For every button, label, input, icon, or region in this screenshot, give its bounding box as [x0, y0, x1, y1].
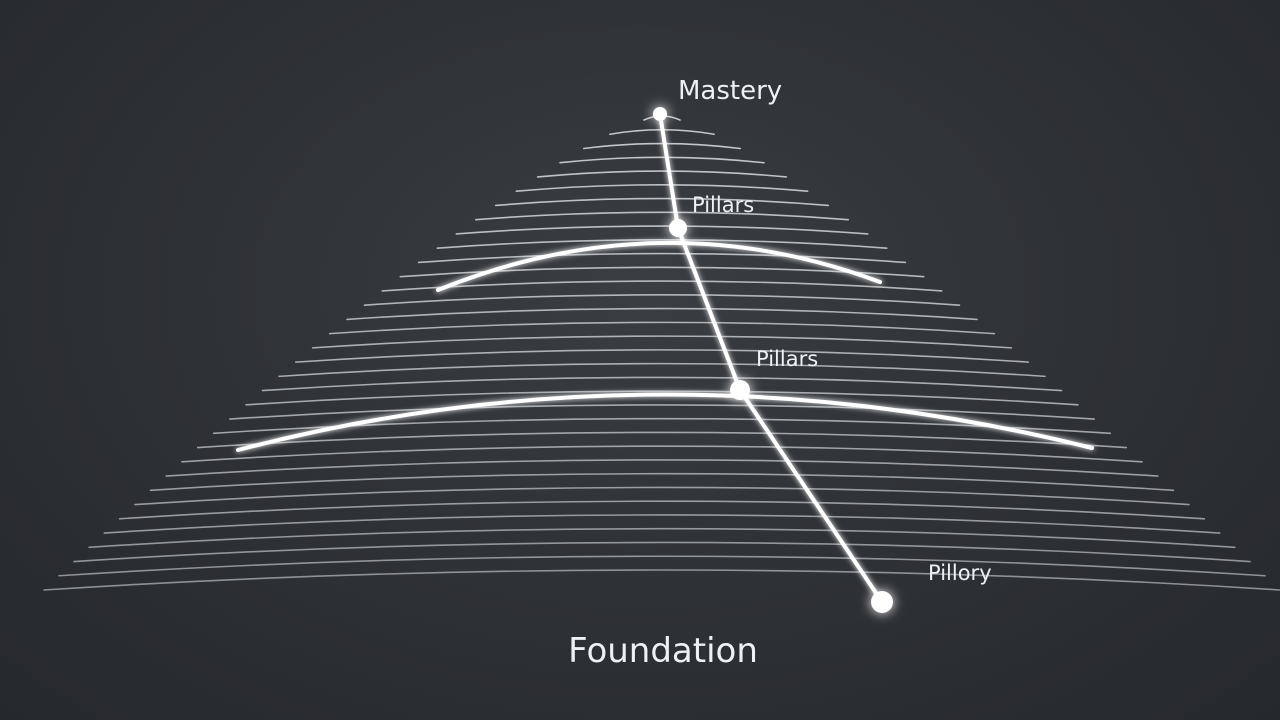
- node-middle: [730, 380, 750, 400]
- contour-arc: [103, 514, 1221, 534]
- contour-arc: [515, 183, 809, 193]
- contour-arc: [134, 486, 1190, 506]
- contour-arc: [536, 170, 788, 178]
- label-foundation: Foundation: [568, 631, 758, 671]
- contour-arc: [261, 376, 1063, 392]
- node-upper: [669, 219, 687, 237]
- contour-arc: [278, 362, 1046, 378]
- contour-arc: [181, 445, 1143, 463]
- contour-arc: [43, 569, 1280, 591]
- contour-arc: [455, 225, 869, 235]
- accent-ring-middle: [236, 392, 1094, 452]
- contour-arc: [328, 321, 996, 335]
- contour-arc: [494, 197, 830, 207]
- contour-arc: [363, 294, 961, 306]
- label-pillars-upper: Pillars: [692, 193, 754, 217]
- contour-arc: [165, 459, 1159, 477]
- label-pillory: Pillory: [928, 561, 992, 585]
- contour-arc: [245, 390, 1079, 406]
- contour-arc: [559, 156, 765, 164]
- contour-arc: [294, 349, 1030, 363]
- contour-lines: [43, 115, 1280, 591]
- node-top: [653, 107, 667, 121]
- contour-arc: [58, 555, 1266, 577]
- accent-ring-upper: [436, 240, 882, 292]
- contour-arc: [582, 142, 742, 150]
- contour-arc: [381, 280, 943, 292]
- contour-arc: [474, 211, 850, 221]
- contour-arc: [196, 431, 1128, 449]
- contour-arc: [229, 404, 1095, 420]
- ascent-path: [658, 112, 884, 604]
- label-mastery: Mastery: [678, 76, 782, 106]
- label-pillars-middle: Pillars: [756, 347, 818, 371]
- contour-arc: [346, 307, 978, 321]
- contour-arc: [73, 541, 1251, 563]
- node-base: [871, 591, 893, 613]
- contour-arc: [118, 500, 1206, 520]
- contour-arc: [311, 335, 1013, 349]
- contour-arc: [436, 239, 888, 249]
- contour-arc: [88, 527, 1236, 549]
- contour-arc: [417, 252, 907, 264]
- contour-arc: [149, 472, 1175, 492]
